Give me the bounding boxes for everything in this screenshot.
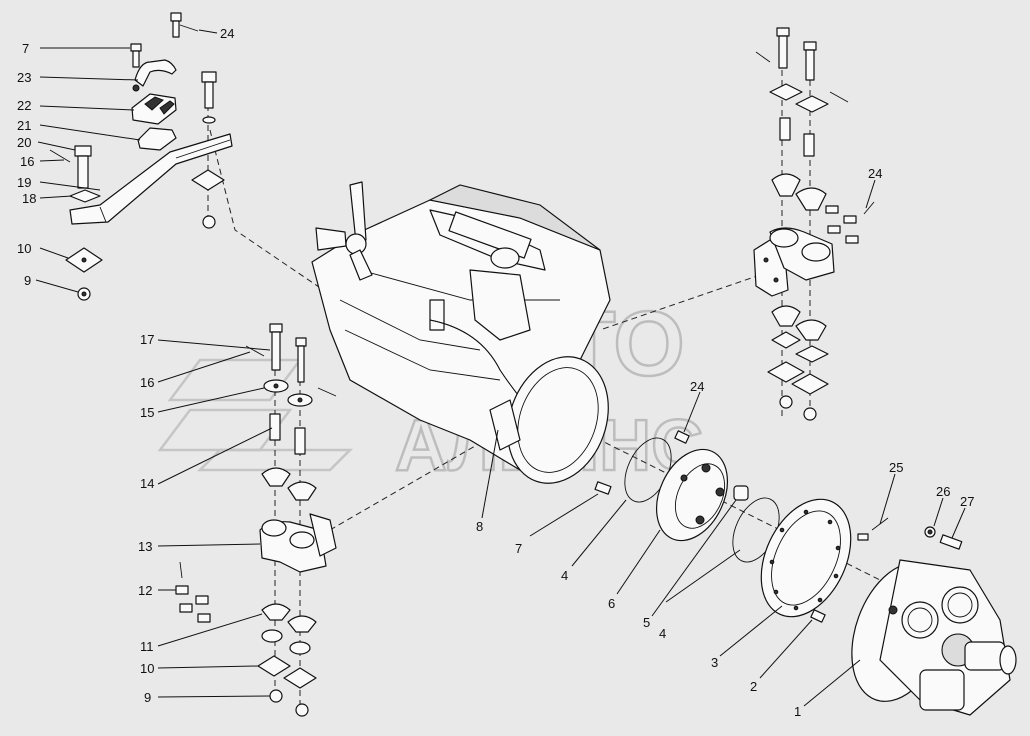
callout-13: 13 <box>138 539 152 554</box>
bolt-17 <box>269 323 283 371</box>
plate-3-holes <box>769 509 841 611</box>
bolts-12 <box>175 561 211 623</box>
callout-10b: 10 <box>140 661 154 676</box>
callout-18: 18 <box>22 191 36 206</box>
plate-3 <box>760 498 852 618</box>
bolt-tr-2 <box>803 41 849 103</box>
callout-6: 6 <box>608 596 615 611</box>
bush-5 <box>733 485 749 501</box>
callout-16a: 16 <box>20 154 34 169</box>
bolt-2 <box>810 609 826 623</box>
callout-14: 14 <box>140 476 154 491</box>
callout-9b: 9 <box>144 690 151 705</box>
callout-12: 12 <box>138 583 152 598</box>
bolt-20 <box>49 145 101 203</box>
washer-right <box>191 169 225 229</box>
bolt-24c <box>674 430 690 444</box>
callout-9a: 9 <box>24 273 31 288</box>
pad-22 <box>131 93 177 125</box>
callout-17: 17 <box>140 332 154 347</box>
callout-16b: 16 <box>140 375 154 390</box>
bracket-23 <box>132 59 177 92</box>
washers-10b <box>257 655 317 689</box>
callout-2: 2 <box>750 679 757 694</box>
watermark-stripes <box>157 358 354 472</box>
bolt-tr-1 <box>755 27 790 69</box>
callout-15: 15 <box>140 405 154 420</box>
front-support-group <box>49 12 233 301</box>
rear-support-group-left <box>175 323 337 717</box>
callout-24b: 24 <box>868 166 882 181</box>
support-bracket-right <box>753 227 835 297</box>
engine-block <box>311 181 611 484</box>
leader-lines <box>35 29 966 707</box>
washer-10a <box>65 247 103 273</box>
callout-3: 3 <box>711 655 718 670</box>
callout-5: 5 <box>643 615 650 630</box>
callout-7b: 7 <box>515 541 522 556</box>
pin-25 <box>857 517 889 541</box>
callout-26: 26 <box>936 484 950 499</box>
callout-27: 27 <box>960 494 974 509</box>
washer-26 <box>924 526 936 538</box>
callout-7a: 7 <box>22 41 29 56</box>
callout-25: 25 <box>889 460 903 475</box>
bolt-right <box>201 71 217 124</box>
callout-11: 11 <box>140 639 154 654</box>
bolt-top <box>170 12 199 38</box>
nuts-9b <box>269 689 309 717</box>
bolt-7 <box>130 43 142 68</box>
flywheel-group <box>594 430 1017 716</box>
callout-8: 8 <box>476 519 483 534</box>
beam-19 <box>69 133 233 225</box>
support-bracket-13 <box>259 513 337 573</box>
gearbox-housing-1 <box>851 559 1017 716</box>
bolts-24a <box>825 201 875 244</box>
bracket-21 <box>137 127 177 151</box>
callout-24c: 24 <box>690 379 704 394</box>
callout-1: 1 <box>794 704 801 719</box>
bolt-7b <box>594 481 612 495</box>
bolt-27 <box>939 534 963 550</box>
callout-10a: 10 <box>17 241 31 256</box>
sleeve-14 <box>269 413 306 455</box>
callout-21: 21 <box>17 118 31 133</box>
callout-4b: 4 <box>659 626 666 641</box>
callout-23: 23 <box>17 70 31 85</box>
callout-19: 19 <box>17 175 31 190</box>
rear-support-group-right <box>753 27 875 421</box>
callout-4a: 4 <box>561 568 568 583</box>
callout-labels: 7 23 22 21 20 16 19 18 10 9 24 24 17 16 … <box>17 26 974 719</box>
callout-24a: 24 <box>220 26 234 41</box>
washer-15 <box>263 379 313 407</box>
callout-20: 20 <box>17 135 31 150</box>
callout-22: 22 <box>17 98 31 113</box>
nut-9a <box>77 287 91 301</box>
disk-6 <box>656 448 728 542</box>
